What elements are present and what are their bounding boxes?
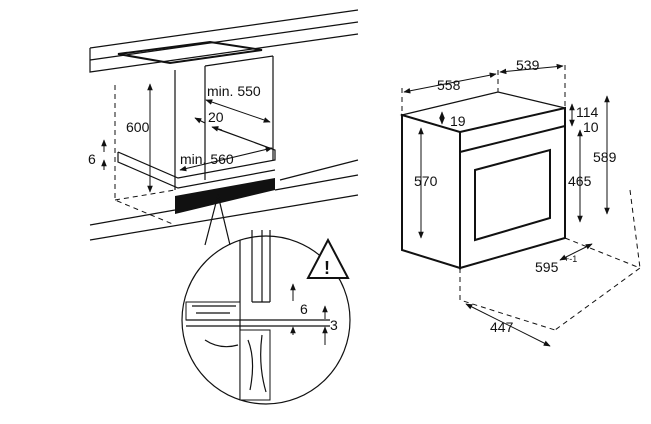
dim-gap-20: 20 [208,109,224,125]
dim-width-tolerance: +-1 [564,254,577,264]
dim-detail-3: 3 [330,317,338,333]
ventilation-strip [175,178,275,214]
dim-detail-6: 6 [300,301,308,317]
dim-width-558: 558 [437,77,461,93]
svg-text:!: ! [324,258,330,278]
dim-depth-min-550: min. 550 [207,83,261,99]
dim-width-595: 595 [535,259,559,275]
dim-shelf-6: 6 [88,151,96,167]
dim-depth-447: 447 [490,319,514,335]
dim-height-465: 465 [568,173,592,189]
hob-cutout [117,40,263,65]
dim-width-min-560: min. 560 [180,151,234,167]
dim-height-589: 589 [593,149,617,165]
dim-offset-19: 19 [450,113,466,129]
detail-view: ! 6 3 [181,230,351,405]
dim-height-600: 600 [126,119,150,135]
dim-height-570: 570 [414,173,438,189]
dim-panel-10: 10 [583,119,599,135]
dim-top-114: 114 [576,104,599,120]
warning-icon: ! [306,237,350,279]
dim-depth-539: 539 [516,57,540,73]
oven [399,65,642,331]
